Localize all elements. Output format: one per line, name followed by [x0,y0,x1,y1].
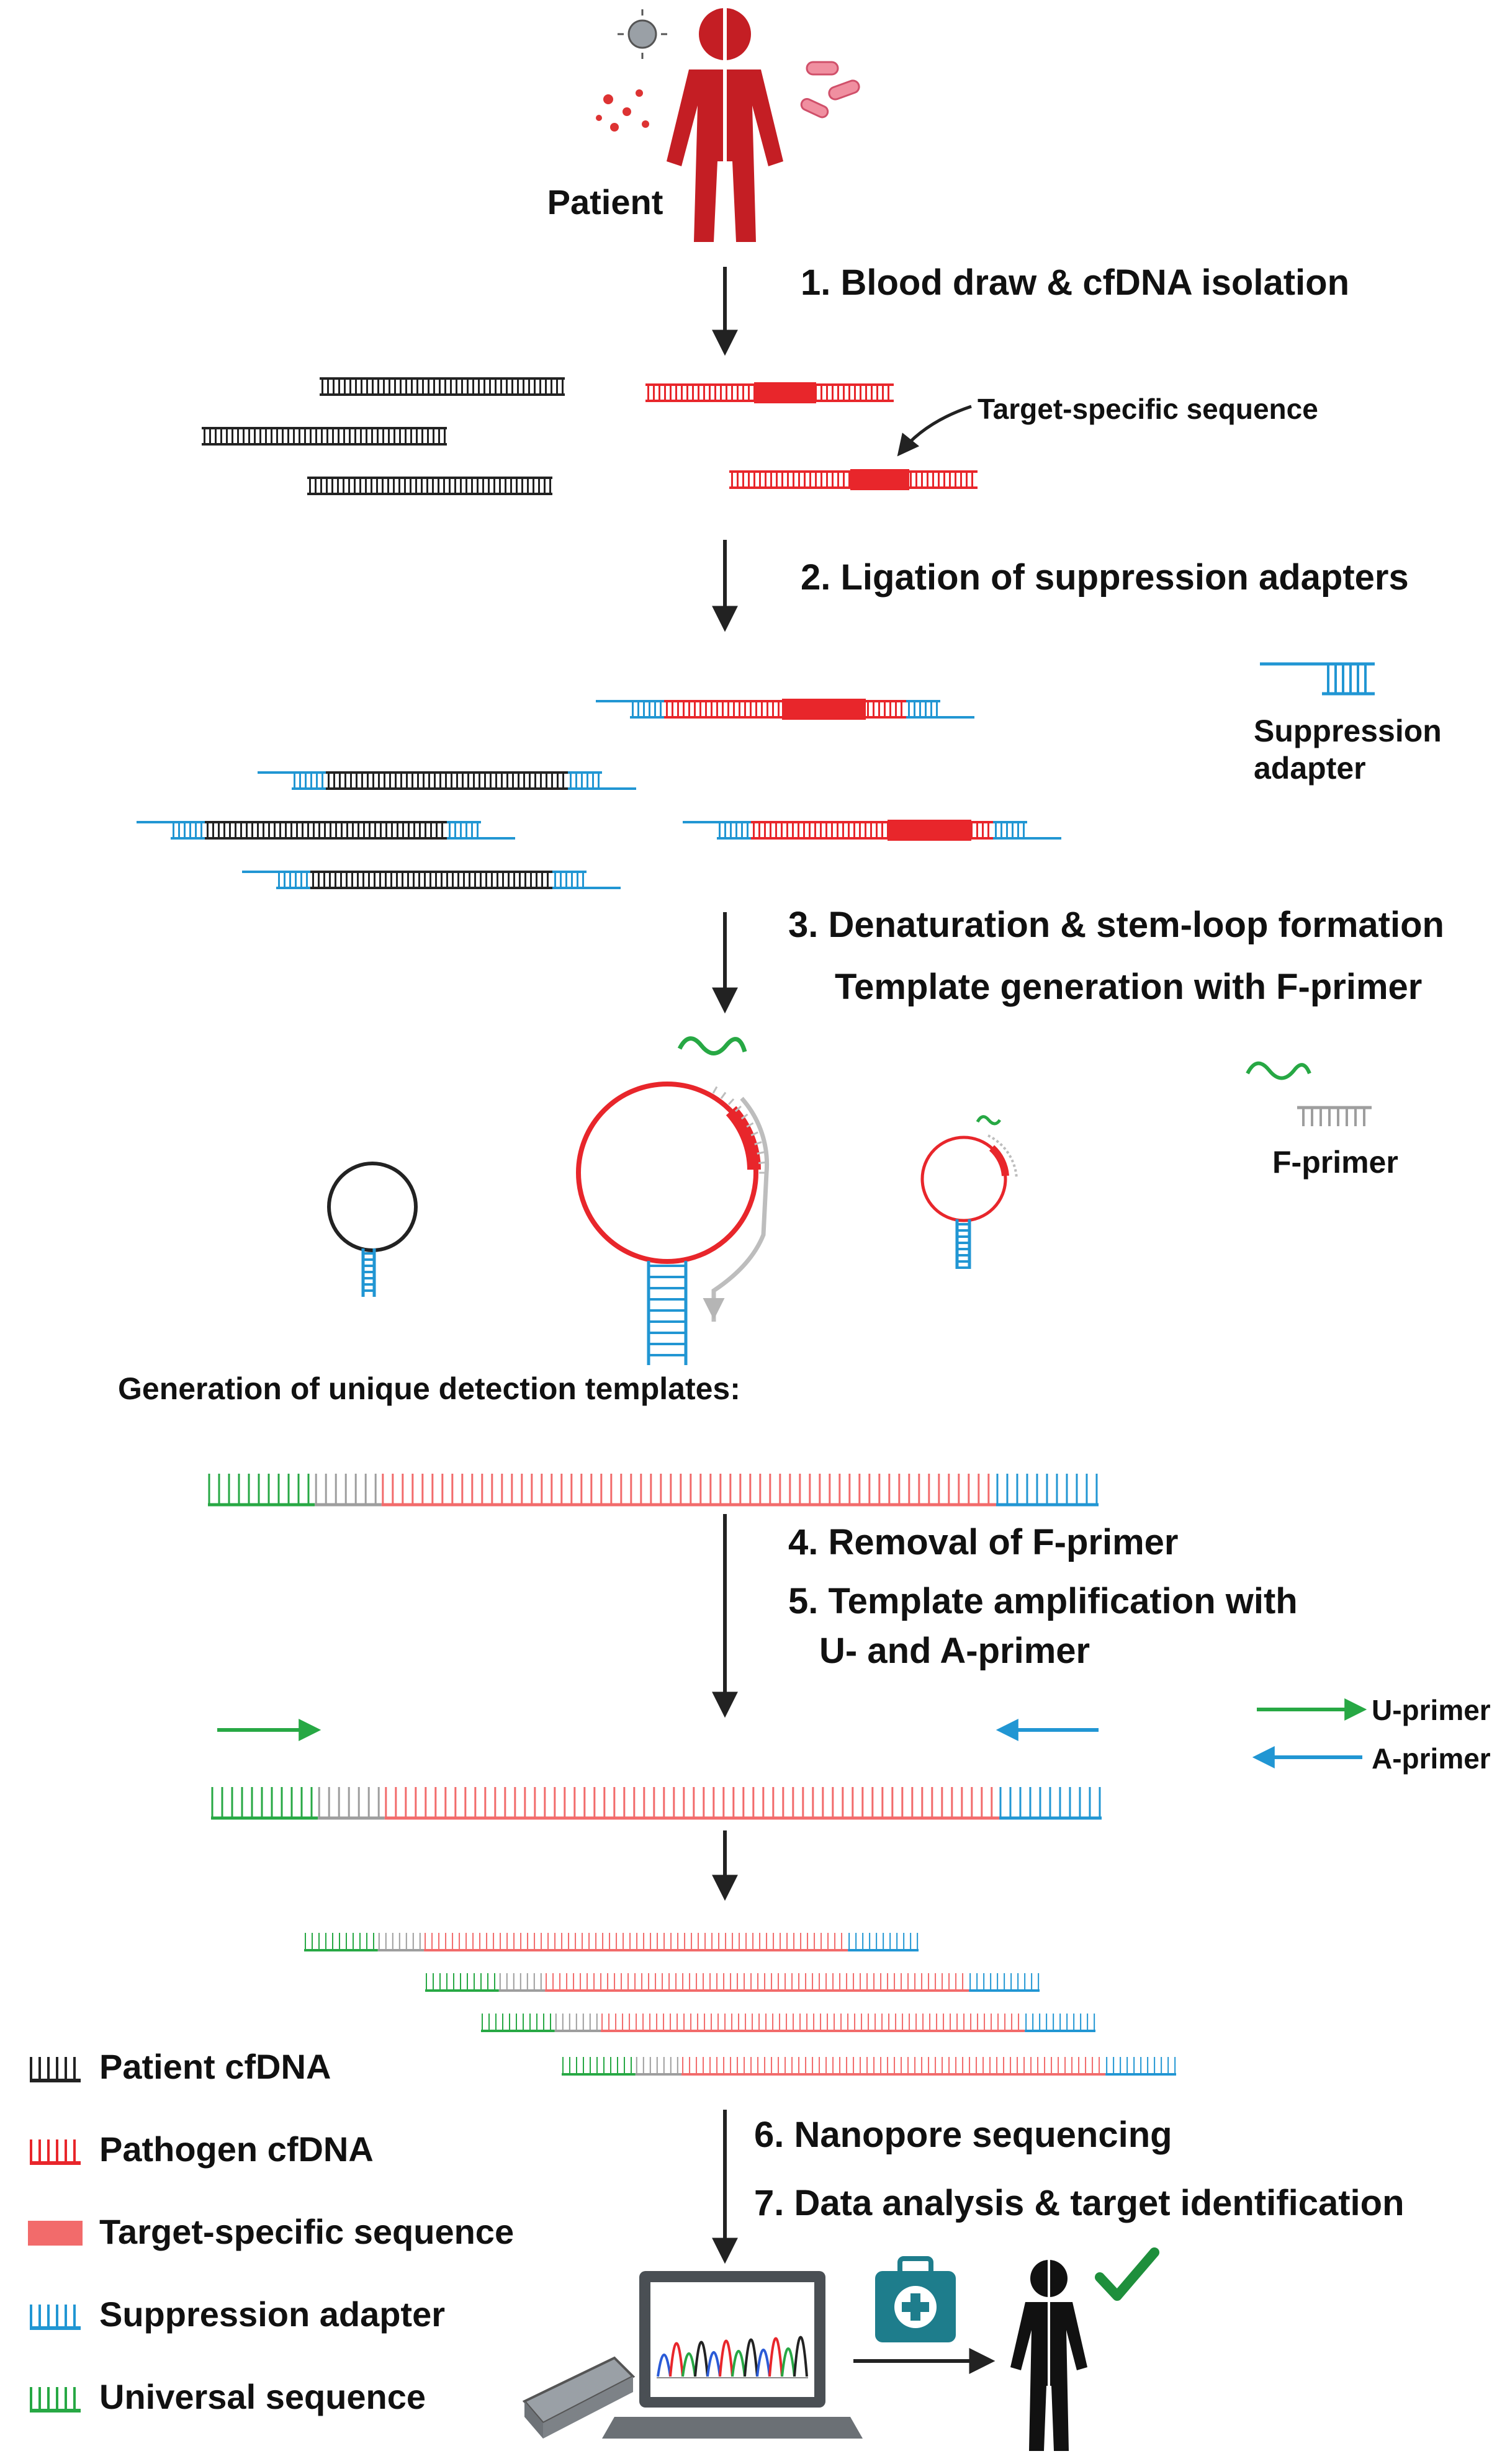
step6-text: 6. Nanopore sequencing [754,2115,1172,2155]
patient-dna-fragment [307,477,552,495]
legend: Patient cfDNA Pathogen cfDNA Target-specif… [28,2047,514,2416]
ligated-patient-fragment [137,821,515,840]
amplification-template [211,1787,1102,1820]
stem-loop-pathogen-large [576,1036,770,1365]
step2-text: 2. Ligation of suppression adapters [801,557,1409,598]
patient-figure-icon [667,6,783,242]
u-primer-label: U-primer [1372,1694,1491,1726]
pathogen-dna-fragment [645,382,894,403]
legend-label: Suppression adapter [99,2295,445,2334]
amplicon [304,1933,919,1951]
a-primer-label: A-primer [1372,1742,1491,1775]
chromatogram [657,2336,808,2378]
suppression-adapter-icon [1260,662,1375,696]
stem-loop-pathogen-small [920,1115,1018,1269]
ligated-pathogen-fragment [683,820,1061,841]
suppression-adapter-label-2: adapter [1254,751,1366,786]
legend-item: Suppression adapter [30,2295,445,2334]
step4-text: 4. Removal of F-primer [788,1522,1178,1562]
step5a-text: 5. Template amplification with [788,1581,1298,1621]
legend-label: Target-specific sequence [99,2212,514,2251]
laptop-icon [602,2271,863,2439]
virus-icon [596,9,667,132]
legend-swatch [30,2139,81,2165]
suppression-adapter-label-1: Suppression [1254,714,1442,748]
legend-item: Target-specific sequence [28,2212,514,2251]
legend-swatch [30,2387,81,2412]
person-icon [1010,2259,1087,2451]
ligated-pathogen-fragment [596,699,974,720]
legend-item: Pathogen cfDNA [30,2130,374,2169]
patient-label: Patient [547,182,663,222]
legend-item: Patient cfDNA [30,2047,331,2086]
step1-text: 1. Blood draw & cfDNA isolation [801,262,1349,303]
patient-dna-fragment [320,377,565,396]
step3a-text: 3. Denaturation & stem-loop formation [788,905,1444,945]
pathogen-dna-fragment [729,469,978,490]
templates-heading: Generation of unique detection templates… [118,1371,740,1406]
legend-swatch [30,2057,81,2082]
nanopore-device-icon [522,2356,636,2439]
f-primer-icon [1246,1061,1372,1126]
amplicon [425,1973,1040,1992]
amplicon [481,2014,1095,2032]
legend-swatch [30,2305,81,2330]
stage1-fragments [202,377,978,495]
medical-kit-icon [875,2256,956,2342]
legend-label: Universal sequence [99,2377,426,2416]
f-primer-label: F-primer [1272,1145,1398,1180]
legend-swatch [28,2221,83,2246]
f-primer-bound-strand [711,1096,770,1322]
step3b-text: Template generation with F-primer [835,967,1422,1007]
ligated-patient-fragment [242,871,621,889]
bacteria-icon [800,61,860,119]
f-primer-rungs [712,1086,766,1174]
legend-item: Universal sequence [30,2377,426,2416]
patient-dna-fragment [202,427,447,446]
f-primer-tail [677,1036,747,1055]
stage2-fragments [137,699,1061,889]
legend-label: Pathogen cfDNA [99,2130,374,2169]
legend-label: Patient cfDNA [99,2047,331,2086]
step7-text: 7. Data analysis & target identification [754,2183,1405,2223]
target-specific-annotation: Target-specific sequence [978,393,1318,425]
ligated-patient-fragment [258,771,636,790]
target-annotation-arrow [897,405,972,457]
stem-loop-patient [327,1162,418,1297]
detection-template [208,1474,1099,1507]
step5b-text: U- and A-primer [819,1631,1090,1671]
amplicon [562,2057,1176,2076]
checkmark-icon [1095,2247,1159,2301]
